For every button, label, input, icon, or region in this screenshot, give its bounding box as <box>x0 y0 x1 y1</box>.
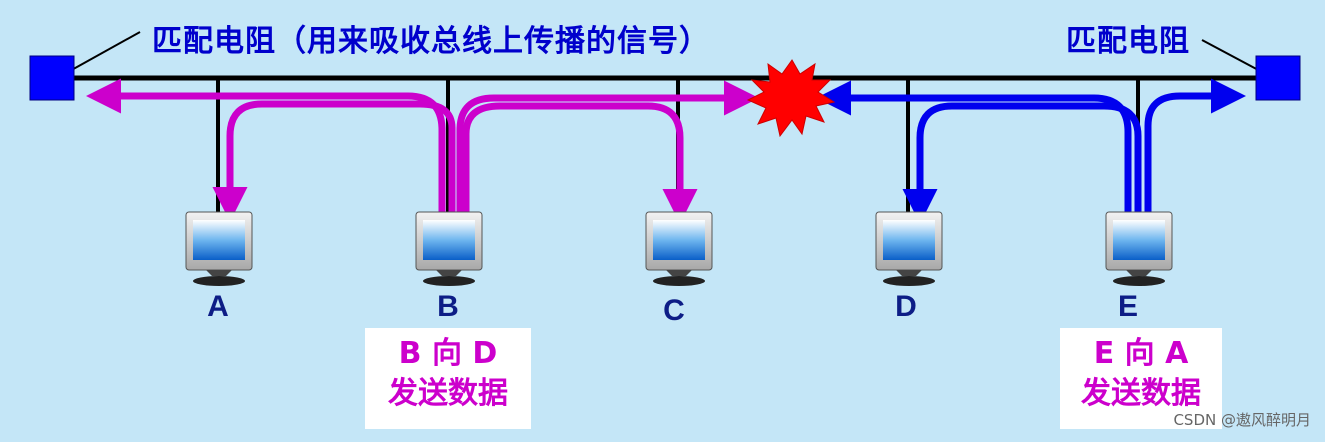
caption-e-line1: E 向 A <box>1093 336 1189 371</box>
station-label-b: B <box>437 290 459 323</box>
collision-burst <box>746 59 836 138</box>
computer-e-icon <box>1105 211 1173 286</box>
signal-from-b <box>86 78 759 224</box>
watermark: CSDN @遨风醉明月 <box>1173 411 1311 429</box>
terminator-left-leader <box>67 31 141 73</box>
terminator-right-leader <box>1201 39 1263 73</box>
caption-e-line2: 发送数据 <box>1081 376 1201 411</box>
title-terminator-left: 匹配电阻（用来吸收总线上传播的信号） <box>152 24 710 59</box>
computer-c-icon <box>645 211 713 286</box>
caption-b-to-d: B 向 D 发送数据 <box>365 328 531 429</box>
caption-e-to-a: E 向 A 发送数据 <box>1060 328 1222 429</box>
station-label-e: E <box>1117 290 1138 323</box>
title-terminator-right: 匹配电阻 <box>1066 24 1190 59</box>
station-label-a: A <box>207 290 229 323</box>
computer-d-icon <box>875 211 943 286</box>
station-label-d: D <box>895 290 917 323</box>
station-label-c: C <box>663 294 685 327</box>
terminator-right <box>1255 55 1301 101</box>
signal-from-e <box>816 78 1246 224</box>
caption-b-line1: B 向 D <box>398 336 498 371</box>
terminator-left <box>29 55 75 101</box>
caption-b-line2: 发送数据 <box>388 376 508 411</box>
computer-b-icon <box>415 211 483 286</box>
computer-a-icon <box>185 211 253 286</box>
